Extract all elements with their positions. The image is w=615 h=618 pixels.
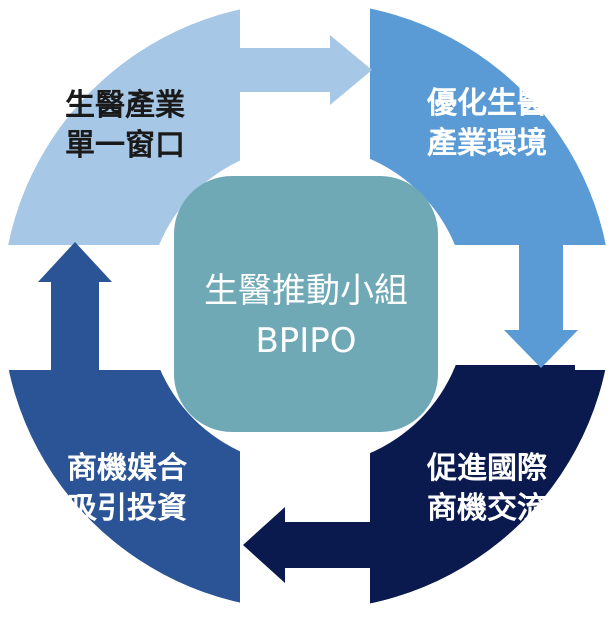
- arrow-right-icon: [240, 35, 372, 105]
- quadrant-bottom-left-label-line1: 商機媒合: [67, 451, 187, 486]
- center-subtitle: BPIPO: [255, 321, 356, 361]
- arrow-up-icon: [38, 242, 112, 372]
- quadrant-top-left-label-line1: 生醫產業: [65, 88, 185, 123]
- quadrant-bottom-right-label-line2: 商機交流: [427, 491, 547, 526]
- quadrant-top-right-label-line1: 優化生醫: [426, 86, 547, 121]
- quadrant-top-left-label-line2: 單一窗口: [65, 128, 185, 163]
- quadrant-top-right-label-line2: 產業環境: [427, 126, 547, 161]
- arrow-down-icon: [504, 245, 578, 368]
- arrow-left-icon: [243, 507, 370, 583]
- center-box: [174, 176, 438, 432]
- quadrant-bottom-left-label-line2: 吸引投資: [67, 491, 187, 526]
- center-title: 生醫推動小組: [204, 271, 408, 311]
- quadrant-bottom-right-label-line1: 促進國際: [426, 451, 547, 486]
